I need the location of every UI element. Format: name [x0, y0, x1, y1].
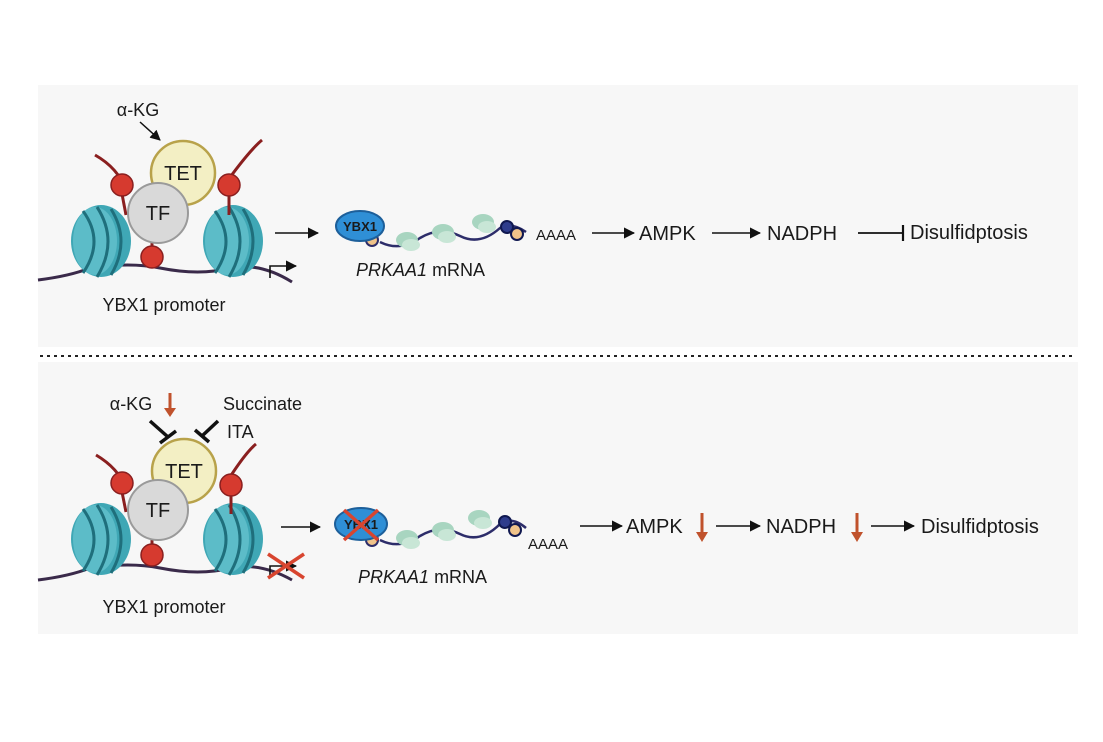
ampk-label: AMPK [626, 516, 683, 538]
nucleosome-left [69, 203, 133, 279]
mrna-label: PRKAA1 mRNA [356, 260, 485, 280]
tf-label: TF [146, 500, 170, 522]
promoter-label: YBX1 promoter [102, 597, 225, 617]
mrna-cap [498, 515, 512, 529]
disulfidptosis-label: Disulfidptosis [910, 222, 1028, 244]
top-panel: TET TF α-KG YBX1 promoter YBX1 AAAA PRKA… [37, 100, 1028, 315]
tet-label: TET [165, 461, 203, 483]
poly-a-label: AAAA [536, 227, 576, 244]
nucleosome-right [201, 501, 265, 577]
alpha-kg-arrow [139, 121, 161, 141]
methyl-mark [110, 173, 134, 197]
inhibit-alpha-kg [148, 419, 170, 439]
methyl-mark [110, 471, 134, 495]
poly-a-label: AAAA [528, 536, 568, 553]
mrna-label: PRKAA1 mRNA [358, 567, 487, 587]
bottom-panel: TET TF α-KG Succinate ITA YBX1 promoter … [37, 393, 1039, 617]
succinate-label: Succinate [223, 394, 302, 414]
alpha-kg-label: α-KG [110, 394, 152, 414]
ampk-label: AMPK [639, 223, 696, 245]
nucleosome-right [201, 203, 265, 279]
tss-arrow [269, 260, 298, 278]
tet-label: TET [164, 163, 202, 185]
promoter-label: YBX1 promoter [102, 295, 225, 315]
ybx1-label: YBX1 [343, 219, 377, 234]
alpha-kg-label: α-KG [117, 100, 159, 120]
methyl-mark [219, 473, 243, 497]
tf-factor [127, 479, 189, 541]
methyl-mark [140, 543, 164, 567]
mrna-cap [510, 227, 524, 241]
ita-label: ITA [227, 422, 254, 442]
mrna-cap [500, 220, 514, 234]
methyl-mark [217, 173, 241, 197]
nadph-label: NADPH [767, 223, 837, 245]
nadph-label: NADPH [766, 516, 836, 538]
tf-label: TF [146, 203, 170, 225]
top-panel-bg [38, 85, 1078, 347]
bottom-panel-bg [38, 362, 1078, 634]
tf-factor [127, 182, 189, 244]
mrna-cap [508, 523, 522, 537]
ybx1-protein [335, 210, 385, 242]
inhibit-succinate-ita [200, 419, 220, 438]
disulfidptosis-label: Disulfidptosis [921, 516, 1039, 538]
nucleosome-left [69, 501, 133, 577]
methyl-mark [140, 245, 164, 269]
